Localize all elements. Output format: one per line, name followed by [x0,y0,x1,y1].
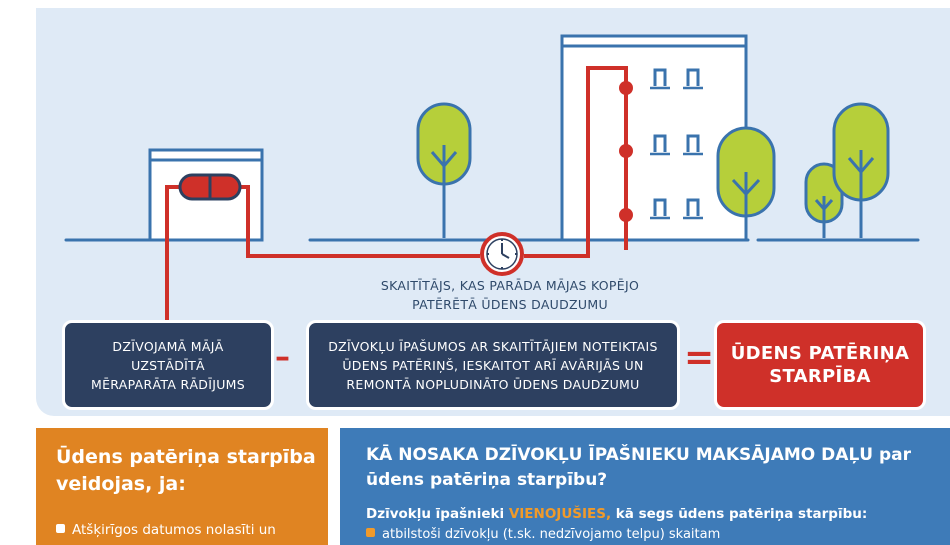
formula-house-meter-box: DZĪVOJAMĀ MĀJĀ UZSTĀDĪTĀ MĒRAPARĀTA RĀDĪ… [62,320,274,410]
apartment-meters-line1: DZĪVOKĻU ĪPAŠUMOS AR SKAITĪTĀJIEM NOTEIK… [328,338,658,354]
meter-caption-line1: SKAITĪTĀJS, KAS PARĀDA MĀJAS KOPĒJO [380,278,640,293]
payment-method-panel: KĀ NOSAKA DZĪVOKĻU ĪPAŠNIEKU MAKSĀJAMO D… [340,428,950,545]
minus-sign: – [275,340,290,375]
payment-method-subtitle: Dzīvokļu īpašnieki VIENOJUŠIES, kā segs … [366,504,946,524]
subtitle-text-after: kā segs ūdens patēriņa starpību: [611,506,868,522]
payment-method-item: atbilstoši dzīvokļu (t.sk. nedzīvojamo t… [366,525,946,545]
house-meter-line3: MĒRAPARĀTA RĀDĪJUMS [91,376,245,392]
tree-building [716,126,776,238]
causes-bullet-text: Atšķirīgos datumos nolasīti un [72,522,276,538]
causes-title: Ūdens patēriņa starpība veidojas, ja: [56,446,316,495]
result-line1: ŪDENS PATĒRIŅA [730,343,910,364]
apartment-meters-line2: ŪDENS PATĒRIŅŠ, IESKAITOT ARĪ AVĀRIJĀS U… [342,357,644,373]
common-water-meter-icon [480,232,524,276]
meter-caption-line2: PATĒRĒTĀ ŪDENS DAUDZUMU [412,297,608,312]
bullet-square-icon [56,524,65,533]
tree-right [832,102,890,238]
payment-method-title: KĀ NOSAKA DZĪVOKĻU ĪPAŠNIEKU MAKSĀJAMO D… [366,445,912,490]
apartment-meters-line3: REMONTĀ NOPLUDINĀTO ŪDENS DAUDZUMU [346,376,640,392]
building-windows [650,68,703,220]
equals-sign: = [684,337,715,378]
bullet-square-icon [366,528,375,537]
water-pipes [165,66,628,320]
house-meter-line2: UZSTĀDĪTĀ [131,357,205,373]
result-line2: STARPĪBA [769,366,871,387]
formula-apartment-meters-box: DZĪVOKĻU ĪPAŠUMOS AR SKAITĪTĀJIEM NOTEIK… [306,320,680,410]
subtitle-highlight: VIENOJUŠIES, [508,506,612,522]
water-system-illustration [64,34,920,320]
house-water-meter [178,173,242,201]
formula-result-box: ŪDENS PATĒRIŅA STARPĪBA [714,320,926,410]
pipe-valves [619,81,633,222]
house-meter-line1: DZĪVOJAMĀ MĀJĀ [112,338,224,354]
causes-bullet-item: Atšķirīgos datumos nolasīti un [56,520,326,541]
payment-method-item-text: atbilstoši dzīvokļu (t.sk. nedzīvojamo t… [382,527,721,542]
subtitle-text-before: Dzīvokļu īpašnieki [366,506,509,522]
tree-left [416,102,472,238]
meter-caption: SKAITĪTĀJS, KAS PARĀDA MĀJAS KOPĒJO PATĒ… [340,276,680,314]
causes-panel: Ūdens patēriņa starpība veidojas, ja: At… [36,428,328,545]
